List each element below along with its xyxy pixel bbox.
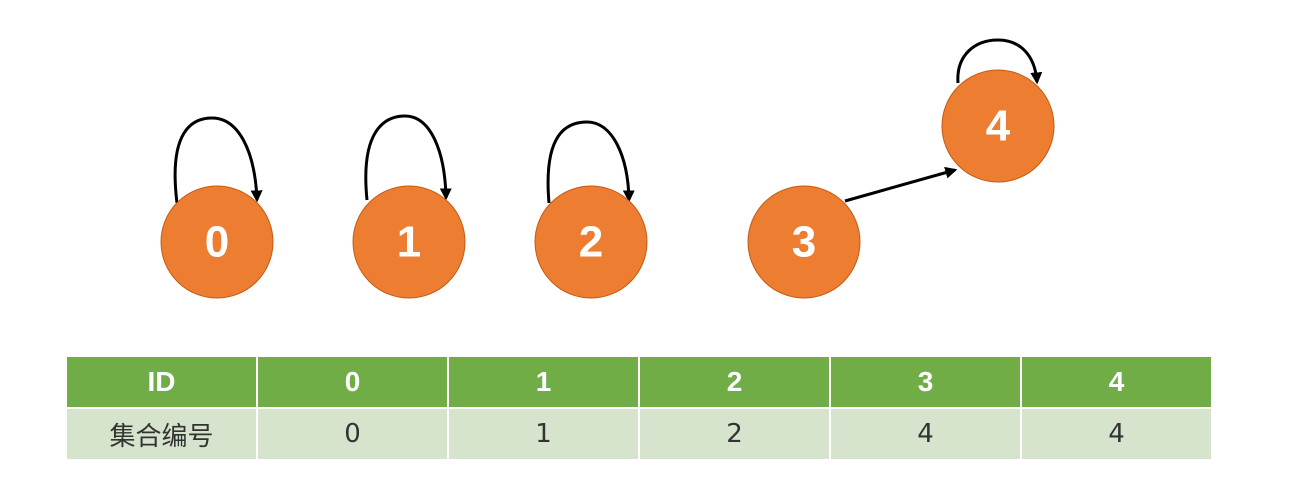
table-row-label: 集合编号 <box>65 407 258 461</box>
node-label-1: 1 <box>397 218 421 267</box>
node-1: 1 <box>352 185 466 299</box>
table-header-cell: 0 <box>256 355 449 409</box>
table-cell: 1 <box>447 407 640 461</box>
table-header-cell: 3 <box>829 355 1022 409</box>
table-header-cell: 2 <box>638 355 831 409</box>
table-cell: 0 <box>256 407 449 461</box>
node-label-0: 0 <box>205 218 229 267</box>
self-loop-edge-1 <box>364 114 452 201</box>
table-header-cell: 1 <box>447 355 640 409</box>
node-4: 4 <box>941 69 1055 183</box>
node-2: 2 <box>534 185 648 299</box>
table-row: 集合编号 0 1 2 4 4 <box>65 407 1213 461</box>
edge-3-to-4 <box>844 166 958 203</box>
table-header-row: ID 0 1 2 3 4 <box>65 355 1213 409</box>
self-loop-edge-0 <box>173 116 263 204</box>
node-3: 3 <box>747 185 861 299</box>
table-cell: 2 <box>638 407 831 461</box>
self-loop-edge-2 <box>546 120 635 204</box>
table-cell: 4 <box>1020 407 1213 461</box>
node-0: 0 <box>160 185 274 299</box>
node-label-3: 3 <box>792 218 816 267</box>
table-header-cell: ID <box>65 355 258 409</box>
set-id-table: ID 0 1 2 3 4 集合编号 0 1 2 4 4 <box>65 355 1213 461</box>
union-find-diagram: 0 1 2 3 4 <box>160 38 1055 299</box>
table-header-cell: 4 <box>1020 355 1213 409</box>
table-cell: 4 <box>829 407 1022 461</box>
self-loop-edge-4 <box>956 38 1043 85</box>
node-label-4: 4 <box>986 102 1011 151</box>
node-label-2: 2 <box>579 218 603 267</box>
